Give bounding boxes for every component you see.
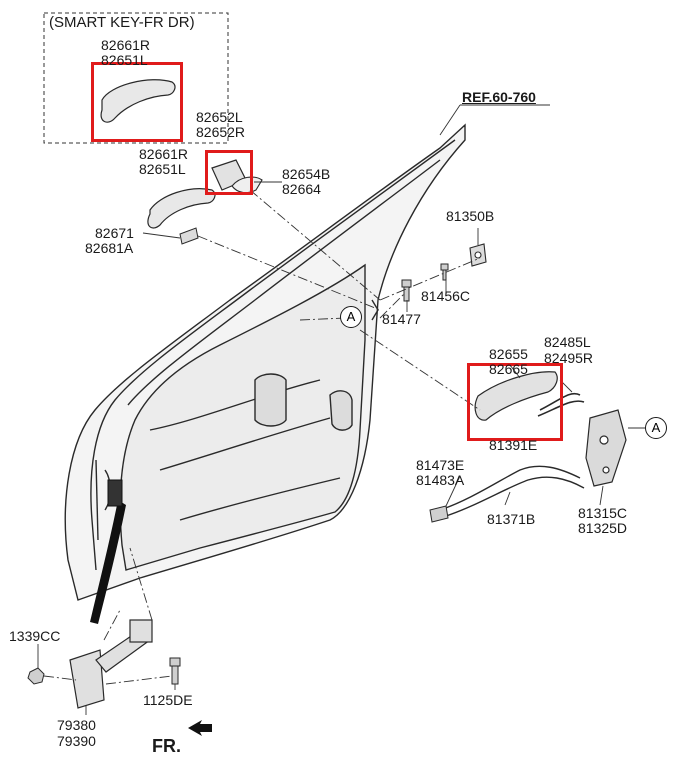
label-81315C: 81315C (578, 505, 628, 521)
door-panel (64, 123, 466, 601)
label-82651L: 82651L (139, 161, 186, 177)
label-81350B: 81350B (446, 208, 495, 224)
label-81477: 81477 (382, 311, 421, 327)
label-81391E: 81391E (489, 437, 538, 453)
highlight-inside-handle (467, 363, 563, 441)
label-82671: 82671 (95, 225, 134, 241)
label-81473E: 81473E (416, 457, 465, 473)
front-marker: FR. (152, 736, 181, 756)
section-marker-a-right: A (645, 417, 667, 439)
front-arrow (188, 720, 212, 736)
smart-key-dashed-box (43, 12, 229, 144)
door-check-plate (107, 479, 123, 507)
label-82661R-top: 82661R (101, 37, 151, 53)
door-check-strap-arc (90, 500, 126, 624)
construction-lines (43, 189, 481, 685)
bolt-1125DE (169, 657, 181, 685)
outside-handle-top (100, 79, 176, 123)
label-82652L: 82652L (196, 109, 243, 125)
highlight-handle-cover (205, 150, 253, 195)
bracket-82671 (179, 227, 199, 245)
label-82652R: 82652R (196, 124, 246, 140)
screw-81456C (440, 263, 449, 281)
label-82664: 82664 (282, 181, 321, 197)
leader-lines (37, 104, 646, 715)
nut-1339CC (27, 667, 45, 685)
door-checker-79380 (69, 619, 153, 709)
label-81371B: 81371B (487, 511, 536, 527)
clip-81473E (429, 505, 449, 523)
label-81456C: 81456C (421, 288, 471, 304)
label-82651L-top: 82651L (101, 52, 148, 68)
striker-81350B (469, 243, 487, 267)
label-82681A: 82681A (85, 240, 134, 256)
label-1125DE: 1125DE (143, 692, 193, 708)
label-82485L: 82485L (544, 334, 591, 350)
handle-gasket (231, 176, 263, 194)
screw-81477 (401, 279, 412, 302)
label-79380: 79380 (57, 717, 96, 733)
label-82665: 82665 (489, 361, 528, 377)
section-marker-a-left: A (340, 306, 362, 328)
door-latch-81315C (585, 409, 627, 487)
label-81483A: 81483A (416, 472, 465, 488)
inside-handle-82655 (474, 371, 558, 421)
label-82661R: 82661R (139, 146, 189, 162)
label-82495R: 82495R (544, 350, 594, 366)
label-79390: 79390 (57, 733, 96, 749)
label-81325D: 81325D (578, 520, 628, 536)
label-82655: 82655 (489, 346, 528, 362)
cable-81371B (439, 465, 585, 517)
label-reference: REF.60-760 (462, 89, 536, 105)
outside-handle-lower (147, 188, 216, 229)
highlight-outside-handle-top (91, 62, 183, 142)
cable-82485L (537, 392, 585, 417)
smart-key-title: (SMART KEY-FR DR) (49, 14, 195, 31)
label-1339CC: 1339CC (9, 628, 61, 644)
label-82654B: 82654B (282, 166, 331, 182)
